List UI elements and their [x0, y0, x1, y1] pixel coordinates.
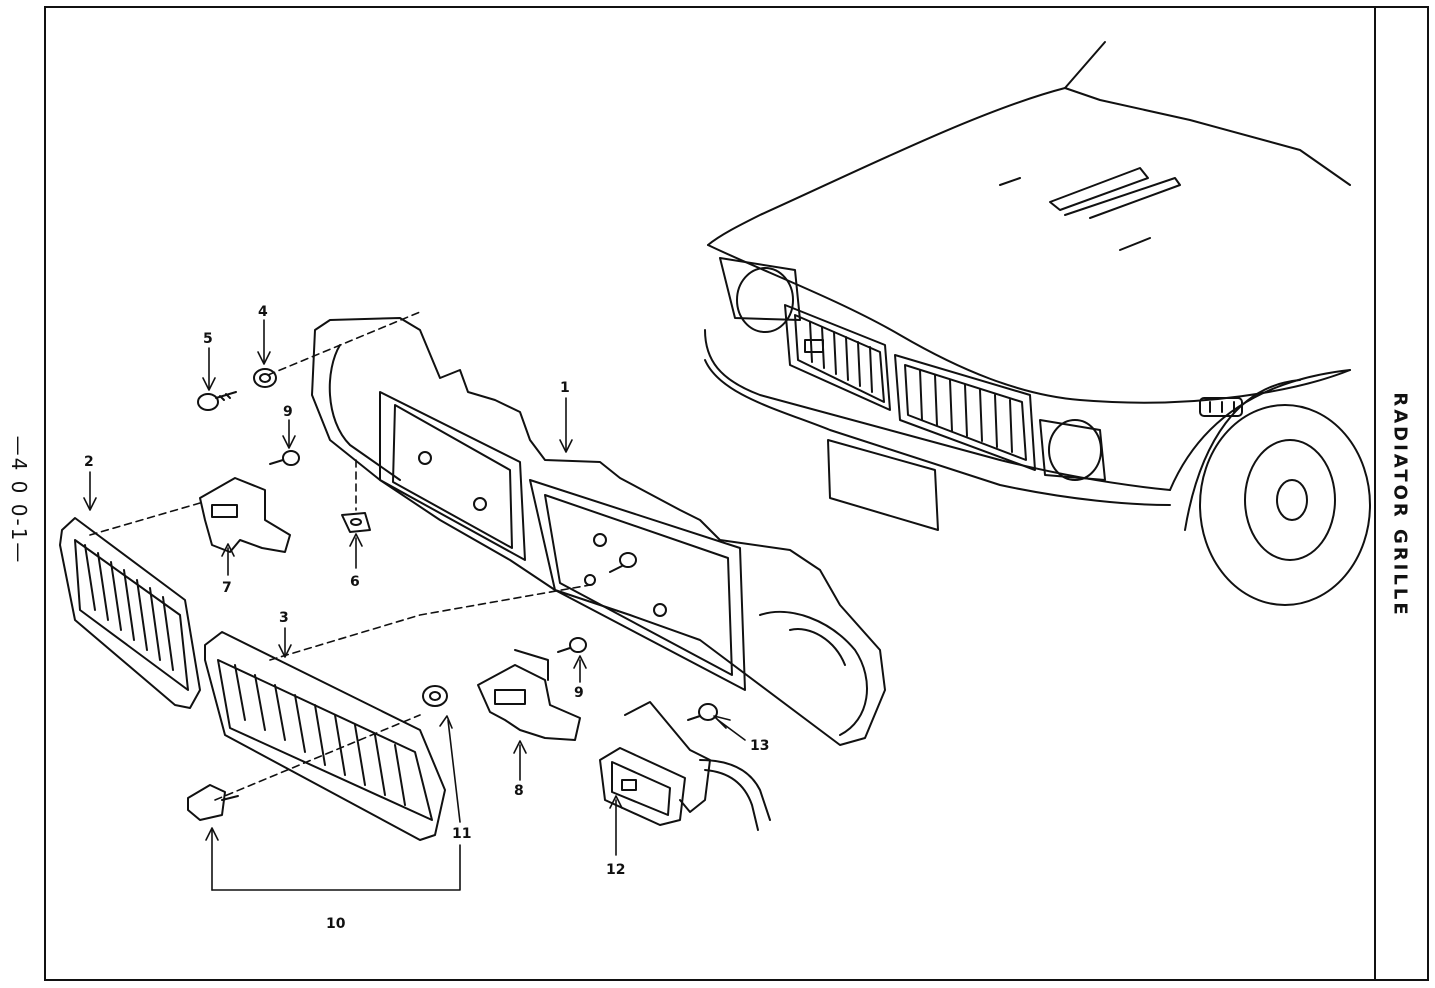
car-front-illustration	[704, 41, 1371, 606]
callout-4: 4	[258, 304, 268, 320]
nut-part-6	[341, 512, 371, 533]
grille-left-part-2	[59, 517, 201, 709]
title-strip-divider	[1374, 6, 1376, 981]
emblem-clip-part-10	[187, 784, 239, 821]
lamp-part-12	[599, 701, 771, 831]
callout-12: 12	[606, 862, 625, 878]
callout-13: 13	[750, 738, 769, 754]
leader-lines	[83, 319, 746, 891]
screw-part-5	[197, 391, 237, 411]
alignment-lines	[89, 311, 591, 801]
callout-2: 2	[84, 454, 94, 470]
callout-8: 8	[514, 783, 524, 799]
screw-part-13	[687, 703, 718, 721]
bracket-part-7	[199, 477, 291, 553]
clip-part-4	[253, 368, 277, 388]
callout-10: 10	[326, 916, 346, 932]
callout-3: 3	[279, 610, 289, 626]
callout-7: 7	[222, 580, 232, 596]
grommet-part-11	[422, 685, 448, 707]
screw-part-9-lower	[557, 637, 587, 653]
callout-9-lower: 9	[574, 685, 584, 701]
callout-11: 11	[452, 826, 471, 842]
grille-frame-part-1	[311, 317, 886, 746]
callout-1: 1	[560, 380, 570, 396]
screw-part-1-mount	[609, 552, 637, 573]
callout-numbers: 1 2 3 4 5 6 7 8 9 9 10 11 12 13	[84, 304, 769, 932]
callout-9-upper: 9	[283, 404, 293, 420]
bracket-part-8	[477, 649, 581, 741]
callout-5: 5	[203, 331, 213, 347]
callout-6: 6	[350, 574, 360, 590]
page-frame	[44, 6, 1429, 981]
grille-right-part-3	[204, 631, 446, 841]
screw-part-9-upper	[269, 450, 300, 466]
